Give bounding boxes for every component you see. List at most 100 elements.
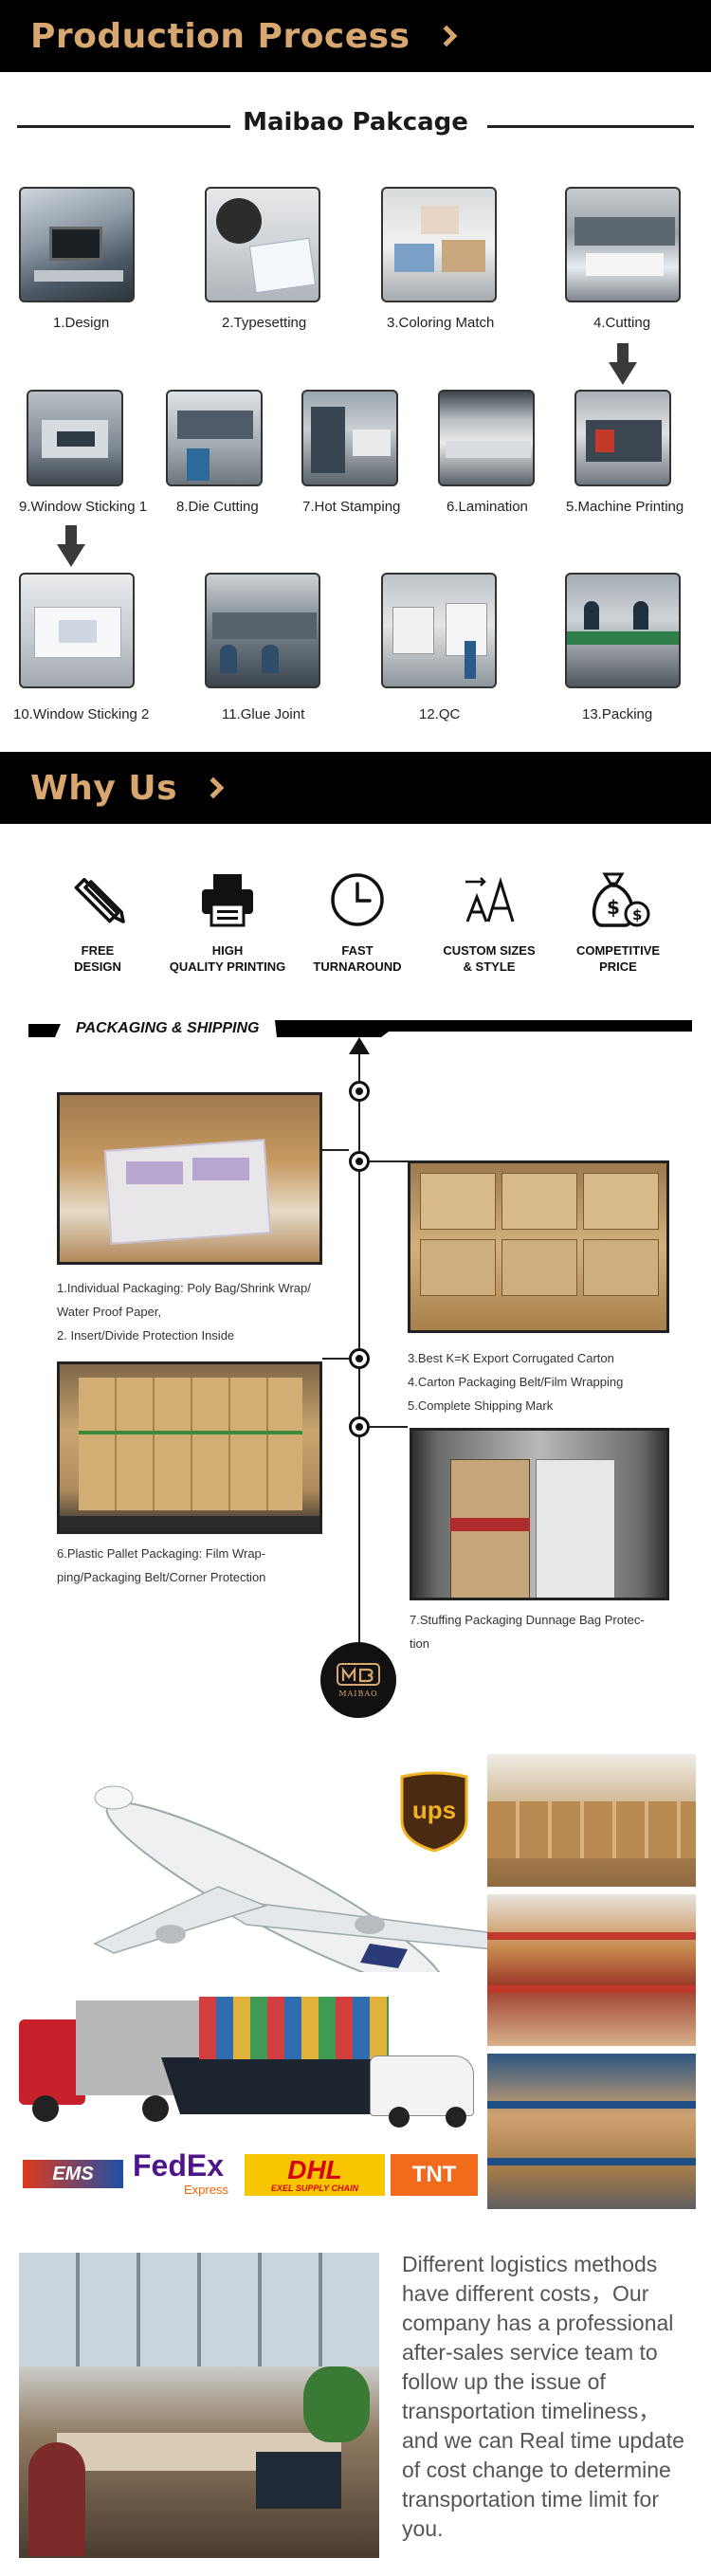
fedex-express-text: Express [184, 2183, 228, 2197]
step-photo-die-cutting [166, 390, 263, 486]
step-label: 10.Window Sticking 2 [13, 706, 150, 722]
why-item-free-design: FREE DESIGN [31, 868, 164, 975]
text-line: ping/Packaging Belt/Corner Protection [57, 1570, 266, 1584]
step-photo-glue-joint [205, 573, 320, 688]
step-label: 6.Lamination [447, 499, 528, 515]
tnt-text: TNT [411, 2162, 457, 2187]
step-photo-design [19, 187, 135, 302]
why-item-high-quality-printing: HIGH QUALITY PRINTING [161, 868, 294, 975]
step-photo-window-sticking-1 [27, 390, 123, 486]
photo-warehouse-2 [487, 1894, 696, 2046]
money-bag-icon: $ $ [592, 872, 650, 927]
step-label: 9.Window Sticking 1 [19, 499, 148, 515]
text-line: 3.Best K=K Export Corrugated Carton [408, 1351, 614, 1365]
dhl-logo: DHL EXEL SUPPLY CHAIN [245, 2154, 385, 2196]
package-title-row: Maibao Pakcage [0, 106, 711, 144]
text-line: 2. Insert/Divide Protection Inside [57, 1328, 235, 1343]
step-photo-window-sticking-2 [19, 573, 135, 688]
timeline-connector [370, 1160, 408, 1162]
airplane-image [93, 1785, 493, 1972]
step-label: 1.Design [53, 315, 110, 331]
divider [17, 125, 230, 128]
printer-icon [202, 874, 253, 927]
production-process-title: Production Process [30, 16, 410, 56]
shipping-header-bar [28, 1020, 692, 1039]
fedex-text: FedEx [133, 2148, 225, 2183]
why-label: HIGH QUALITY PRINTING [169, 943, 286, 974]
clock-icon [331, 873, 384, 926]
text-line: 1.Individual Packaging: Poly Bag/Shrink … [57, 1281, 311, 1295]
maibao-logo-text: MAIBAO [338, 1690, 378, 1698]
packaging-text-1: 1.Individual Packaging: Poly Bag/Shrink … [57, 1276, 311, 1347]
why-item-custom-sizes: CUSTOM SIZES & STYLE [423, 868, 556, 975]
pencil-ruler-icon [74, 878, 125, 923]
why-label: COMPETITIVE PRICE [575, 943, 661, 974]
text-line: Water Proof Paper, [57, 1305, 162, 1319]
production-process-banner: Production Process [0, 0, 711, 72]
arrow-down-icon [609, 343, 637, 385]
why-label: FAST TURNAROUND [313, 943, 402, 974]
why-item-fast-turnaround: FAST TURNAROUND [291, 868, 424, 975]
ems-logo: EMS [23, 2160, 123, 2188]
chevron-right-icon [202, 776, 225, 799]
font-size-icon [465, 876, 515, 923]
ups-logo: ups [398, 1771, 470, 1853]
why-label: CUSTOM SIZES & STYLE [443, 943, 536, 974]
step-photo-coloring-match [381, 187, 497, 302]
fedex-logo: FedEx Express [133, 2148, 237, 2197]
photo-container-stuffing [410, 1428, 669, 1600]
timeline-node [349, 1151, 370, 1172]
packaging-text-4: 7.Stuffing Packaging Dunnage Bag Protec-… [410, 1608, 645, 1655]
photo-export-carton [408, 1160, 669, 1333]
packaging-shipping-title: PACKAGING & SHIPPING [76, 1020, 260, 1036]
step-photo-typesetting [205, 187, 320, 302]
text-line: 5.Complete Shipping Mark [408, 1398, 554, 1413]
text-line: tion [410, 1636, 429, 1651]
text-line: 7.Stuffing Packaging Dunnage Bag Protec- [410, 1613, 645, 1627]
step-label: 7.Hot Stamping [302, 499, 401, 515]
timeline-connector [322, 1358, 349, 1360]
logistics-description: Different logistics methods have differe… [402, 2252, 684, 2541]
dhl-text: DHL [287, 2155, 342, 2184]
why-label: FREE DESIGN [74, 943, 121, 974]
chevron-right-icon [435, 25, 457, 47]
packaging-text-3: 6.Plastic Pallet Packaging: Film Wrap- p… [57, 1542, 265, 1589]
step-label: 3.Coloring Match [387, 315, 495, 331]
photo-warehouse-3 [487, 2054, 696, 2209]
svg-text:$: $ [607, 896, 620, 919]
step-photo-cutting [565, 187, 681, 302]
step-label: 2.Typesetting [222, 315, 307, 331]
package-title: Maibao Pakcage [243, 108, 468, 137]
timeline-node [349, 1348, 370, 1369]
divider [487, 125, 694, 128]
svg-text:$: $ [632, 906, 642, 923]
step-label: 12.QC [419, 706, 461, 722]
photo-individual-packaging [57, 1092, 322, 1265]
why-us-title: Why Us [30, 768, 177, 808]
step-photo-machine-printing [574, 390, 671, 486]
timeline-connector [370, 1426, 408, 1428]
packaging-text-2: 3.Best K=K Export Corrugated Carton 4.Ca… [408, 1346, 623, 1417]
timeline-line [358, 1049, 360, 1646]
text-line: 4.Carton Packaging Belt/Film Wrapping [408, 1375, 624, 1389]
step-label: 11.Glue Joint [222, 706, 305, 722]
photo-warehouse-1 [487, 1754, 696, 1887]
step-label: 13.Packing [582, 706, 653, 722]
timeline-node [349, 1416, 370, 1437]
photo-office-team [19, 2253, 379, 2558]
step-label: 4.Cutting [593, 315, 651, 331]
maibao-logo: MAIBAO [320, 1642, 396, 1718]
step-label: 5.Machine Printing [566, 499, 684, 515]
text-line: 6.Plastic Pallet Packaging: Film Wrap- [57, 1546, 266, 1561]
why-item-competitive-price: $ $ COMPETITIVE PRICE [552, 868, 684, 975]
timeline-arrow-up-icon [349, 1037, 370, 1054]
timeline-connector [320, 1149, 349, 1151]
ems-text: EMS [52, 2163, 94, 2184]
timeline-node [349, 1081, 370, 1102]
arrow-down-icon [57, 525, 85, 567]
photo-pallet-packaging [57, 1361, 322, 1534]
step-photo-lamination [438, 390, 535, 486]
why-us-banner: Why Us [0, 752, 711, 824]
ground-freight-image [19, 1991, 474, 2131]
